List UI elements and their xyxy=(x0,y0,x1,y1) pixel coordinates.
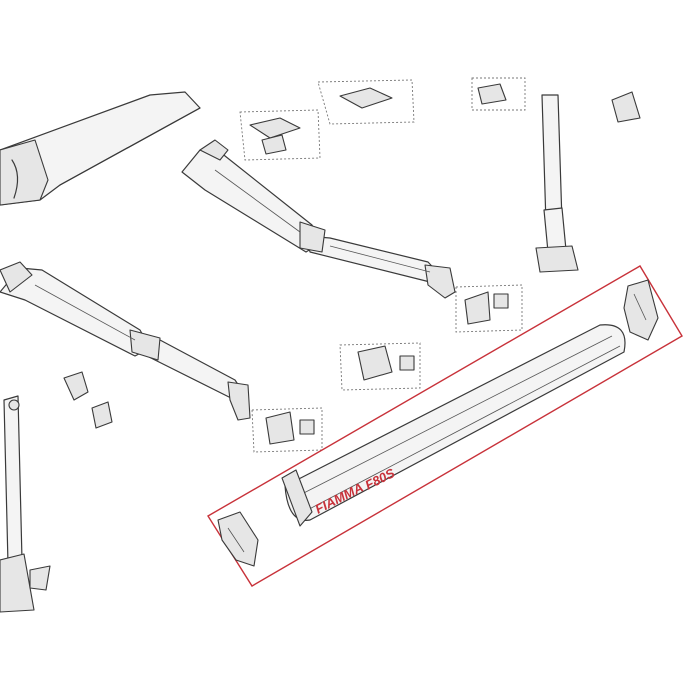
roller-tube-cover xyxy=(0,91,201,206)
awning-case-front-profile xyxy=(284,324,626,521)
support-arm-upper xyxy=(181,139,456,299)
loose-hardware xyxy=(63,91,641,429)
vertical-leg-left xyxy=(0,395,51,613)
vertical-leg-right xyxy=(535,94,579,273)
end-cap-left xyxy=(217,511,259,567)
highlight-outline xyxy=(207,265,683,587)
support-arm-lower xyxy=(0,261,251,421)
